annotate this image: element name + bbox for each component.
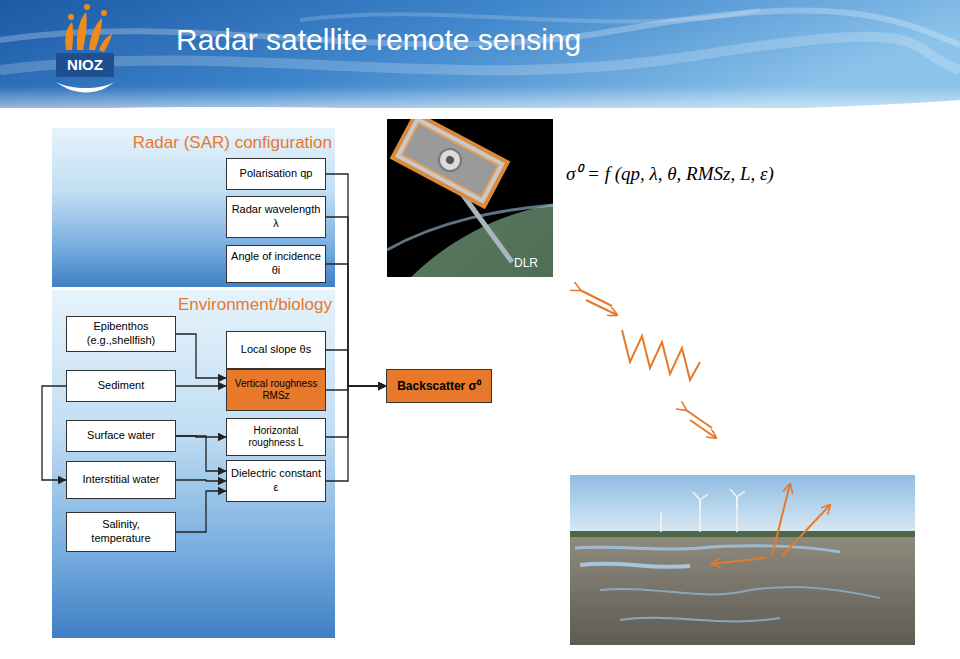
- box-text: Polarisation qp: [240, 167, 313, 181]
- satellite-picture: [387, 119, 553, 277]
- box-text: Epibenthos (e.g.,shellfish): [71, 320, 171, 348]
- connector: [326, 264, 386, 386]
- connector: [176, 334, 226, 378]
- box-text: Salinity, temperature: [71, 518, 171, 546]
- box-text: Radar wavelength λ: [231, 203, 321, 231]
- logo-figures: [65, 4, 112, 52]
- box-text: Sediment: [98, 379, 144, 393]
- banner-wave: [300, 10, 760, 22]
- connector: [326, 386, 386, 481]
- process-box: Surface water: [66, 420, 176, 452]
- logo-swoosh: [56, 82, 114, 93]
- logo-text: NIOZ: [58, 56, 112, 73]
- logo-plate: [56, 53, 114, 77]
- box-text: Backscatter σ⁰: [397, 379, 481, 394]
- box-text: Dielectric constant ε: [231, 467, 321, 495]
- process-box: Vertical roughness RMSz: [226, 369, 326, 411]
- process-box: Epibenthos (e.g.,shellfish): [66, 316, 176, 352]
- connector: [176, 480, 226, 481]
- header-banner: [0, 0, 960, 130]
- process-box: Local slope θs: [226, 331, 326, 369]
- box-text: Vertical roughness RMSz: [231, 378, 321, 403]
- radar-signal: [580, 290, 716, 438]
- box-text: Interstitial water: [82, 473, 159, 487]
- process-box: Interstitial water: [66, 461, 176, 499]
- formula: σ⁰ = f (qp, λ, θ, RMSz, L, ε): [566, 160, 774, 186]
- connector: [326, 217, 386, 386]
- connector: [326, 386, 386, 437]
- result-box: Backscatter σ⁰: [386, 369, 492, 403]
- box-text: Surface water: [87, 429, 155, 443]
- process-box: Dielectric constant ε: [226, 460, 326, 502]
- mudflat-photo: [570, 475, 915, 645]
- connector: [326, 174, 386, 386]
- box-text: Local slope θs: [241, 343, 311, 357]
- process-box: Salinity, temperature: [66, 512, 176, 552]
- process-box: Radar wavelength λ: [226, 196, 326, 238]
- connector: [176, 385, 226, 386]
- slide-title: Radar satellite remote sensing: [176, 22, 581, 58]
- box-text: Angle of incidence θi: [231, 250, 321, 278]
- environment-band: Environment/biologyEpibenthos (e.g.,shel…: [52, 290, 335, 638]
- box-text: Horizontal roughness L: [231, 425, 321, 450]
- connector: [326, 350, 386, 386]
- config-band: Radar (SAR) configurationPolarisation qp…: [52, 128, 335, 287]
- connector: [176, 436, 226, 471]
- connector: [176, 491, 226, 532]
- process-box: Polarisation qp: [226, 158, 326, 190]
- process-box: Horizontal roughness L: [226, 418, 326, 456]
- connector: [42, 386, 66, 480]
- process-box: Angle of incidence θi: [226, 245, 326, 283]
- band-heading: Environment/biology: [52, 290, 335, 315]
- band-heading: Radar (SAR) configuration: [52, 128, 335, 153]
- process-box: Sediment: [66, 370, 176, 402]
- image-credit: DLR: [514, 256, 538, 270]
